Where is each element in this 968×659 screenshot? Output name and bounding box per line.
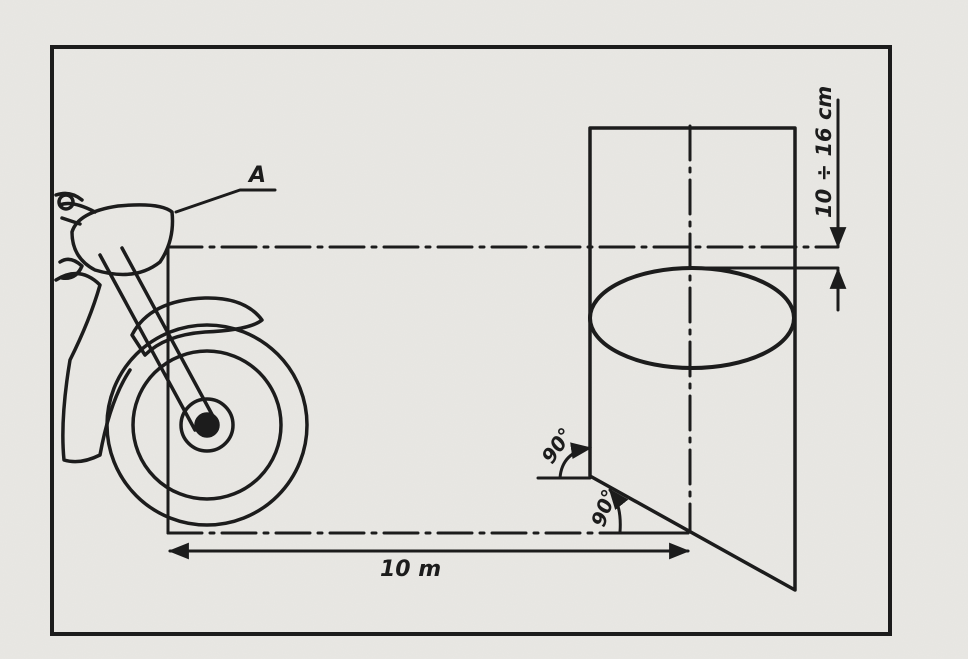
- frame-detail: [58, 257, 84, 280]
- headlamp-shell: [70, 203, 175, 277]
- angle-arc-axis-wall: [608, 488, 629, 534]
- front-rim: [131, 349, 283, 501]
- motorcycle-front-icon: [54, 191, 309, 527]
- handlebar-knob: [57, 193, 75, 211]
- label-distance: 10 m: [380, 557, 441, 582]
- label-height-tolerance: 10 ÷ 16 cm: [812, 86, 836, 218]
- wheel-hub: [179, 397, 235, 453]
- frame-body: [54, 271, 132, 464]
- angle-arc-wall-ground: [558, 442, 593, 480]
- wheel-axle: [194, 412, 220, 438]
- wall-screen: [588, 126, 797, 592]
- front-mudguard: [130, 296, 264, 357]
- leader-line-a: [174, 188, 277, 214]
- frame-border: [50, 45, 892, 636]
- handlebar: [54, 191, 97, 226]
- label-a: A: [247, 163, 266, 188]
